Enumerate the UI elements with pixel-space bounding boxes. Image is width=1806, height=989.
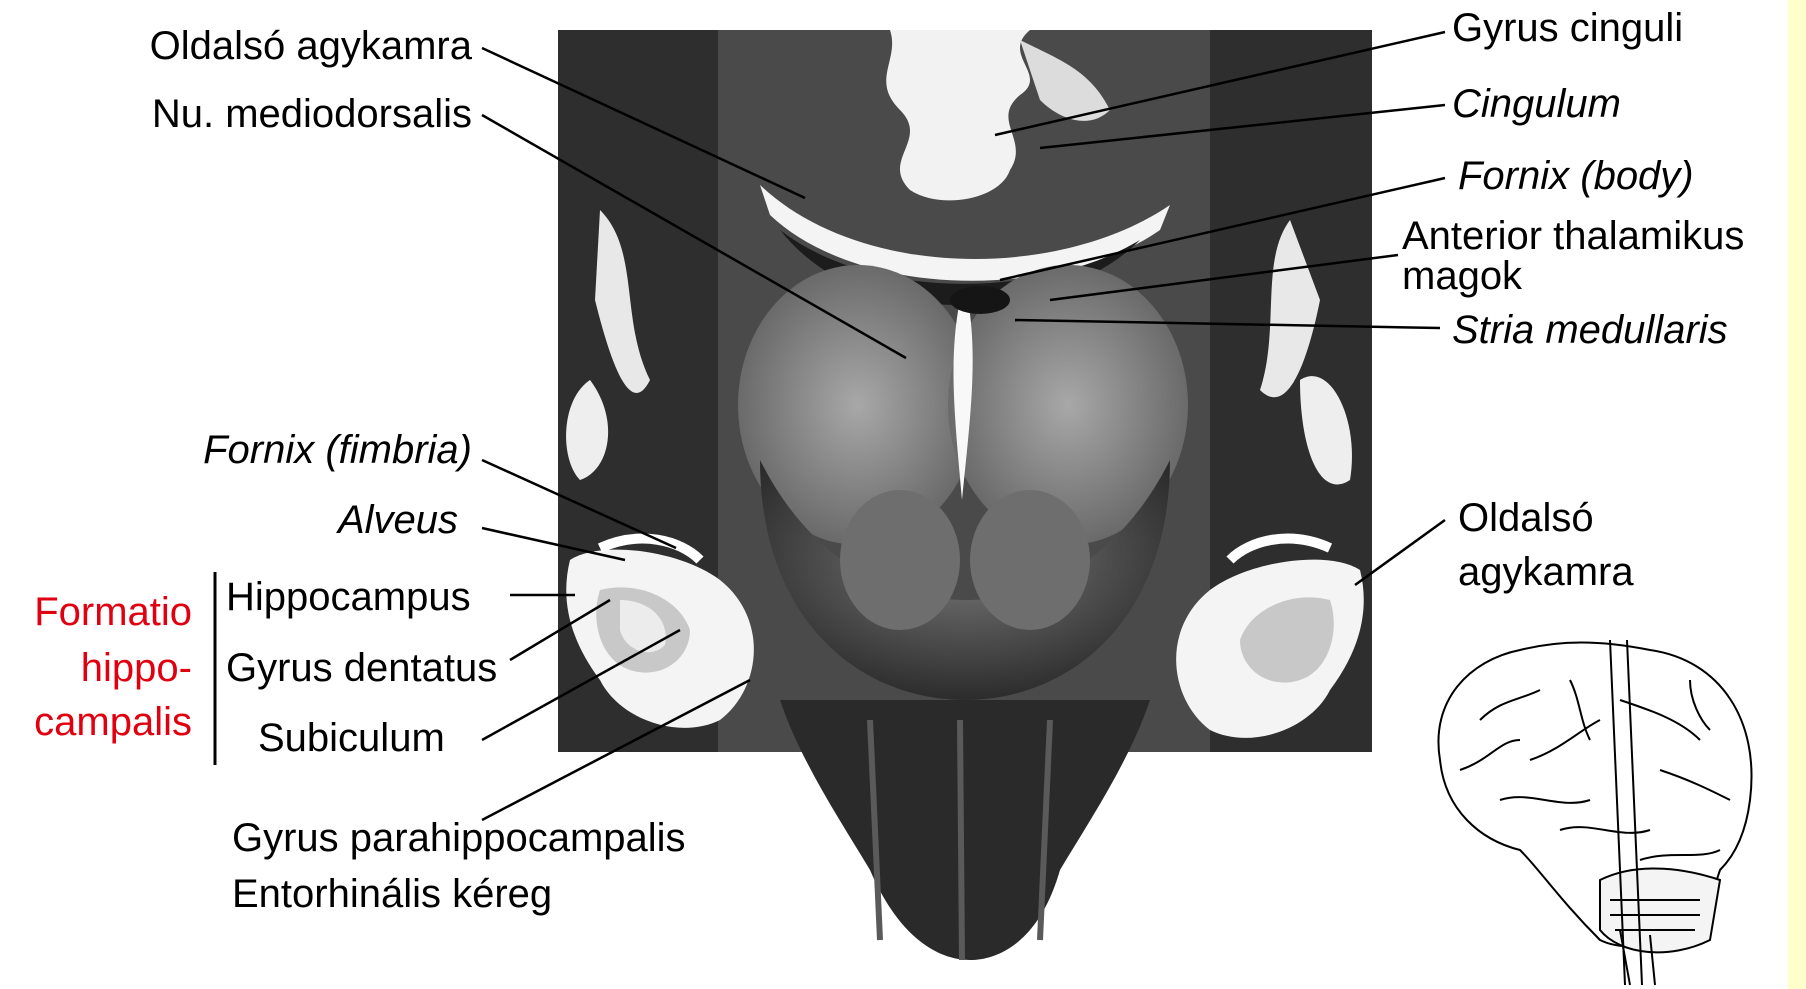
label-oldalso-right-line1: Oldalsó [1458,496,1594,540]
label-gyrus-cinguli: Gyrus cinguli [1452,6,1683,50]
label-fornix-fimbria: Fornix (fimbria) [60,428,472,472]
label-entorhinalis-kereg: Entorhinális kéreg [232,872,552,916]
label-hippocampus: Hippocampus [226,575,471,619]
label-stria-medullaris: Stria medullaris [1452,308,1728,352]
group-label-line2: hippo- [0,646,192,690]
label-oldalso-agykamra-left: Oldalsó agykamra [60,24,472,68]
label-subiculum: Subiculum [258,716,445,760]
label-anterior-thalamikus-line2: magok [1402,254,1522,298]
label-cingulum: Cingulum [1452,82,1621,126]
label-fornix-body: Fornix (body) [1458,154,1694,198]
group-label-line3: campalis [0,700,192,744]
brain-inset-icon [1438,640,1751,985]
side-bar [1788,0,1806,989]
label-anterior-thalamikus-line1: Anterior thalamikus [1402,214,1744,258]
label-gyrus-dentatus: Gyrus dentatus [226,646,497,690]
group-label-line1: Formatio [0,590,192,634]
label-nu-mediodorsalis: Nu. mediodorsalis [60,92,472,136]
label-oldalso-right-line2: agykamra [1458,550,1634,594]
label-alveus: Alveus [60,498,458,542]
label-gyrus-parahippocampalis: Gyrus parahippocampalis [232,816,686,860]
